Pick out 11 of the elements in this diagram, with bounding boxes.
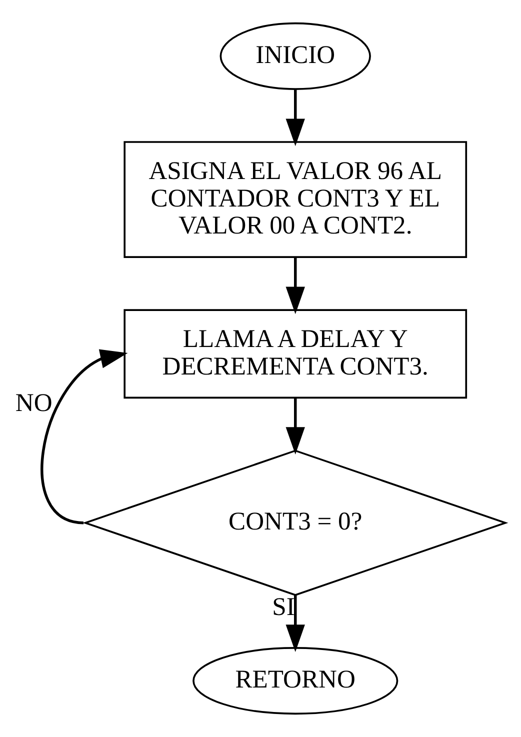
arrow	[286, 258, 305, 314]
arrow	[40, 349, 128, 524]
arrow	[286, 90, 305, 146]
node-box: LLAMA A DELAY Y DECREMENTA CONT3.	[124, 309, 468, 399]
node-box: ASIGNA EL VALOR 96 AL CONTADOR CONT3 Y EL VALOR 00 A CONT2.	[124, 141, 468, 258]
arrow	[286, 398, 305, 455]
node-ellipse: RETORNO	[192, 647, 398, 715]
arrow	[286, 596, 305, 652]
node-ellipse: INICIO	[220, 22, 371, 90]
node-diamond: CONT3 = 0?	[82, 450, 508, 596]
edge-label: NO	[15, 388, 52, 417]
